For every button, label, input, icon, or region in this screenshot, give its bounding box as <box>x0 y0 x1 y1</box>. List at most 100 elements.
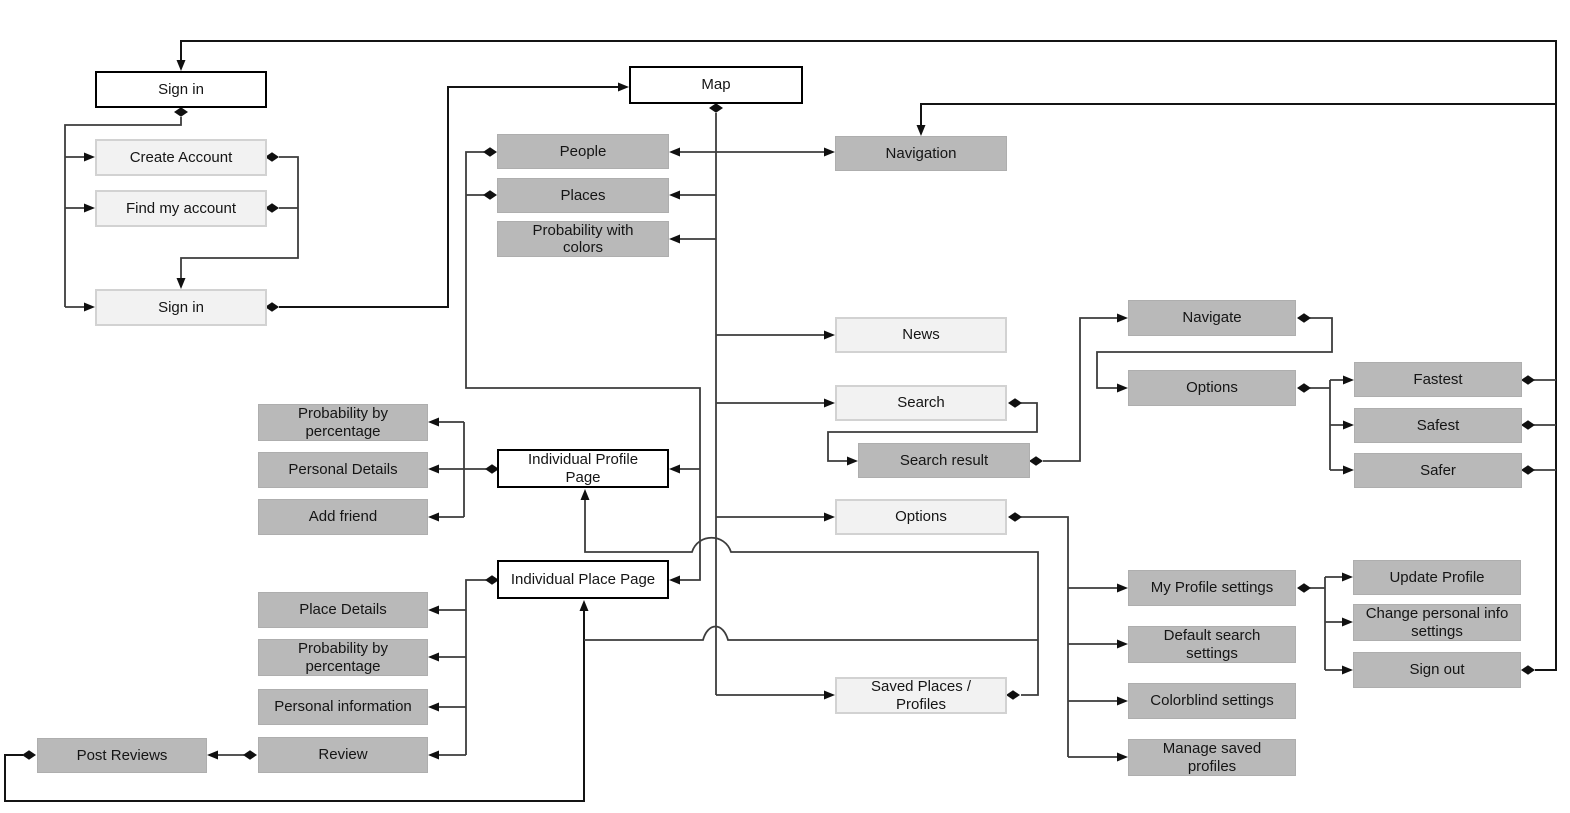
node-sign-in-sub[interactable]: Sign in <box>95 289 267 326</box>
node-post-reviews[interactable]: Post Reviews <box>37 738 207 773</box>
arrowhead-icon <box>84 203 95 213</box>
node-personal-information[interactable]: Personal information <box>258 689 428 725</box>
node-change-personal-info-settings[interactable]: Change personal info settings <box>1353 604 1521 641</box>
node-saved-places-profiles[interactable]: Saved Places / Profiles <box>835 677 1007 714</box>
node-label-colorblind-settings: Colorblind settings <box>1150 692 1274 710</box>
node-manage-saved-profiles[interactable]: Manage saved profiles <box>1128 739 1296 776</box>
node-options-map[interactable]: Options <box>835 499 1007 535</box>
node-label-add-friend: Add friend <box>308 508 378 526</box>
arrowhead-icon <box>580 489 590 500</box>
node-sign-out[interactable]: Sign out <box>1353 652 1521 688</box>
node-label-place-details: Place Details <box>299 601 387 619</box>
node-label-probability-by-percentage-place: Probability by percentage <box>297 640 389 675</box>
edge-navigation-top-feed <box>920 103 1556 127</box>
node-label-individual-place-page: Individual Place Page <box>510 570 656 588</box>
node-label-personal-information: Personal information <box>274 698 412 716</box>
diamond-connector-icon <box>709 103 723 113</box>
edge-accounts-to-sign-in <box>180 156 299 280</box>
arrowhead-icon <box>1342 665 1353 675</box>
node-safer[interactable]: Safer <box>1354 453 1522 488</box>
arrowhead-icon <box>1343 375 1354 385</box>
node-safest[interactable]: Safest <box>1354 408 1522 443</box>
node-place-details[interactable]: Place Details <box>258 592 428 628</box>
arrowhead-icon <box>1343 465 1354 475</box>
node-options-navigate[interactable]: Options <box>1128 370 1296 406</box>
edge-sign-in-to-map <box>279 86 621 308</box>
node-my-profile-settings[interactable]: My Profile settings <box>1128 570 1296 606</box>
diamond-connector-icon <box>1297 583 1311 593</box>
node-label-personal-details: Personal Details <box>288 461 398 479</box>
edge-saved-to-place-page <box>584 625 1038 641</box>
node-find-my-account[interactable]: Find my account <box>95 190 267 227</box>
node-news[interactable]: News <box>835 317 1007 353</box>
arrowhead-icon <box>1117 313 1128 323</box>
edge-people-places-to-pages <box>465 151 701 581</box>
node-label-update-profile: Update Profile <box>1389 568 1485 586</box>
node-label-review: Review <box>318 746 368 764</box>
edge-search-result-to-navigate <box>1043 317 1119 462</box>
node-navigate[interactable]: Navigate <box>1128 300 1296 336</box>
node-label-options-map: Options <box>895 508 947 526</box>
node-probability-by-percentage-place[interactable]: Probability by percentage <box>258 639 428 676</box>
edge-map-trunk <box>680 113 827 696</box>
arrowhead-icon <box>824 512 835 522</box>
node-people[interactable]: People <box>497 134 669 169</box>
diamond-connector-icon <box>485 575 499 585</box>
node-label-navigate: Navigate <box>1182 309 1242 327</box>
node-label-saved-places-profiles: Saved Places / Profiles <box>870 678 972 713</box>
edge-sign-in-children <box>64 117 182 308</box>
arrowhead-icon <box>428 702 439 712</box>
node-places[interactable]: Places <box>497 178 669 213</box>
node-default-search-settings[interactable]: Default search settings <box>1128 626 1296 663</box>
arrowhead-icon <box>579 600 589 611</box>
node-probability-with-colors[interactable]: Probability with colors <box>497 221 669 257</box>
diamond-connector-icon <box>22 750 36 760</box>
node-probability-by-percentage-profile[interactable]: Probability by percentage <box>258 404 428 441</box>
diamond-connector-icon <box>265 152 279 162</box>
diamond-connector-icon <box>174 107 188 117</box>
node-create-account[interactable]: Create Account <box>95 139 267 176</box>
node-colorblind-settings[interactable]: Colorblind settings <box>1128 683 1296 719</box>
node-personal-details[interactable]: Personal Details <box>258 452 428 488</box>
edge-post-reviews-to-place-page <box>4 610 585 802</box>
node-sign-in-top[interactable]: Sign in <box>95 71 267 108</box>
node-search[interactable]: Search <box>835 385 1007 421</box>
node-update-profile[interactable]: Update Profile <box>1353 560 1521 595</box>
node-label-individual-profile-page: Individual Profile Page <box>527 451 639 486</box>
edge-options-to-settings <box>1021 516 1119 758</box>
node-add-friend[interactable]: Add friend <box>258 499 428 535</box>
node-label-manage-saved-profiles: Manage saved profiles <box>1162 740 1262 775</box>
node-label-search: Search <box>897 394 945 412</box>
node-fastest[interactable]: Fastest <box>1354 362 1522 397</box>
diamond-connector-icon <box>265 203 279 213</box>
node-navigation[interactable]: Navigation <box>835 136 1007 171</box>
node-individual-profile-page[interactable]: Individual Profile Page <box>497 449 669 488</box>
arrowhead-icon <box>1117 383 1128 393</box>
node-label-navigation: Navigation <box>885 144 957 162</box>
arrowhead-icon <box>84 302 95 312</box>
node-label-people: People <box>559 142 607 160</box>
node-label-safest: Safest <box>1416 416 1460 434</box>
arrowhead-icon <box>1343 420 1354 430</box>
node-individual-place-page[interactable]: Individual Place Page <box>497 560 669 599</box>
node-label-safer: Safer <box>1420 461 1456 479</box>
node-map[interactable]: Map <box>629 66 803 104</box>
diamond-connector-icon <box>1297 313 1311 323</box>
node-label-sign-out: Sign out <box>1409 661 1465 679</box>
arrowhead-icon <box>669 575 680 585</box>
arrowhead-icon <box>428 750 439 760</box>
diamond-connector-icon <box>485 464 499 474</box>
edge-saved-to-profile-page <box>584 499 1039 696</box>
node-search-result[interactable]: Search result <box>858 443 1030 478</box>
edge-sign-out-return-loop <box>180 40 1557 671</box>
arrowhead-icon <box>1342 617 1353 627</box>
arrowhead-icon <box>916 125 926 136</box>
node-label-change-personal-info-settings: Change personal info settings <box>1365 605 1509 640</box>
arrowhead-icon <box>618 82 629 92</box>
diamond-connector-icon <box>1521 420 1535 430</box>
arrowhead-icon <box>669 234 680 244</box>
node-review[interactable]: Review <box>258 737 428 773</box>
arrowhead-icon <box>428 464 439 474</box>
